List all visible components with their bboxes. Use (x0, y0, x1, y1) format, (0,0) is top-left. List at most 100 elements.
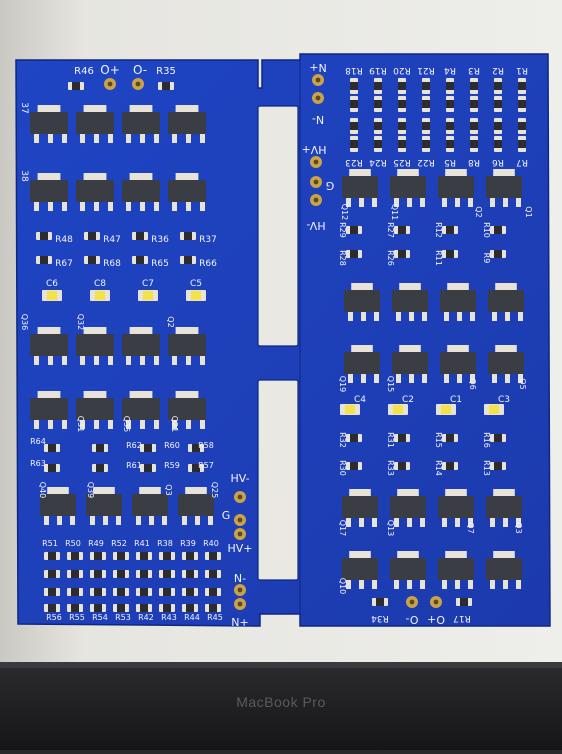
right-mosfet-row0-3-pin (503, 198, 508, 207)
right-mosfet-bot0-2-pin (468, 518, 473, 527)
laptop-bezel (0, 662, 562, 750)
label-r57: R57 (198, 461, 214, 470)
right-mosfet-bot0-2-pin (442, 518, 447, 527)
left-res-b-3-body (184, 256, 192, 264)
label-o-minus: O- (133, 63, 147, 77)
left-mosfet-row0-1-tab (83, 105, 107, 113)
label-r43: R43 (161, 613, 177, 622)
right-mosfet-bot1-1-tab (397, 551, 419, 559)
right-mosfet-mid0-1 (392, 290, 428, 312)
right-mosfet-bot0-2-tab (445, 489, 467, 497)
left-res-f-4-body (140, 570, 148, 578)
right-res-top-6-body (494, 82, 502, 90)
right-mosfet-bot0-0 (342, 496, 378, 518)
left-mosfet-row0-3-tab (175, 105, 199, 113)
label-hv-plus-left: HV+ (227, 542, 252, 555)
left-res-f-6-body (186, 570, 194, 578)
label-r32: R32 (338, 432, 347, 448)
label-r41: R41 (134, 539, 150, 548)
right-mosfet-bot1-2 (438, 558, 474, 580)
left-res-e-1-body (71, 552, 79, 560)
right-res-d-3-body (494, 462, 502, 470)
center-slot-top (257, 105, 299, 347)
left-mosfet-row1-3-pin (172, 202, 177, 211)
left-mosfet-mid1-0 (30, 398, 68, 420)
right-mosfet-mid0-3-pin (518, 312, 523, 321)
label-r35: R35 (156, 66, 176, 77)
right-mosfet-bot1-1-pin (407, 580, 412, 589)
left-mosfet-row0-0-pin (48, 134, 53, 143)
pad-g-left-hole (237, 517, 243, 523)
left-res-e-6-body (186, 552, 194, 560)
laptop-brand-label: MacBook Pro (236, 694, 326, 710)
label-r4: R4 (444, 65, 456, 75)
bezel-edge (0, 662, 562, 668)
right-mosfet-mid0-1-pin (422, 312, 427, 321)
label-r7: R7 (516, 157, 528, 167)
left-mosfet-row1-1-tab (83, 173, 107, 181)
left-mosfet-row0-3-pin (200, 134, 205, 143)
right-res-top-2-body (398, 82, 406, 90)
left-res-e-7-body (209, 552, 217, 560)
right-cap-0-body (345, 405, 355, 414)
left-res-g-3-body (117, 588, 125, 596)
right-mosfet-bot1-3-tab (493, 551, 515, 559)
left-mosfet-row1-3-pin (186, 202, 191, 211)
right-mosfet-bot0-2-pin (455, 518, 460, 527)
left-res-a-3-body (184, 232, 192, 240)
right-res-top3-5-body (470, 122, 478, 130)
left-mosfet-mid1-3-tab (175, 391, 199, 399)
label-r33: R33 (386, 460, 395, 476)
left-res-c-3-body (192, 444, 200, 452)
right-mosfet-row0-3 (486, 176, 522, 198)
label-hv-minus-right: HV- (306, 219, 325, 232)
left-cap-2-body (143, 291, 153, 300)
right-mosfet-mid0-0-pin (361, 312, 366, 321)
right-res-top2-1-body (374, 100, 382, 108)
label-q19: Q19 (338, 376, 347, 392)
left-res-c-1-body (96, 444, 104, 452)
right-mosfet-mid0-3 (488, 290, 524, 312)
left-mosfet-mid1-2-tab (129, 391, 153, 399)
left-mosfet-mid1-3 (168, 398, 206, 420)
left-res-h-4-body (140, 604, 148, 612)
label-hv-minus-left: HV- (230, 472, 249, 485)
label-r11: R11 (434, 250, 443, 266)
left-mosfet-mid0-2-pin (154, 356, 159, 365)
left-res-d-0-body (48, 464, 56, 472)
right-mosfet-mid1-1-tab (399, 345, 421, 353)
right-res-top-0-body (350, 82, 358, 90)
label-q21: Q21 (170, 416, 179, 432)
right-res-top4-5-body (470, 140, 478, 148)
right-cap-3-body (489, 405, 499, 414)
label-r39: R39 (180, 539, 196, 548)
right-mosfet-bot1-1-pin (394, 580, 399, 589)
right-res-top-3-body (422, 82, 430, 90)
left-mosfet-mid0-1 (76, 334, 114, 356)
right-mosfet-bot0-1-tab (397, 489, 419, 497)
right-mosfet-row0-0-pin (346, 198, 351, 207)
right-res-top2-4-body (446, 100, 454, 108)
left-mosfet-row1-2-tab (129, 173, 153, 181)
right-res-top2-2-body (398, 100, 406, 108)
left-res-d-1-body (96, 464, 104, 472)
label-r61: R61 (126, 461, 142, 470)
left-res-f-5-body (163, 570, 171, 578)
right-mosfet-mid1-0-pin (361, 374, 366, 383)
right-mosfet-row0-0-pin (359, 198, 364, 207)
label-r68: R68 (103, 259, 121, 269)
right-mosfet-row0-3-tab (493, 169, 515, 177)
right-mosfet-bot1-1-pin (420, 580, 425, 589)
label-r29: R29 (338, 222, 347, 238)
right-res-c-0-body (350, 434, 358, 442)
left-mosfet-bot-1-pin (103, 516, 108, 525)
right-mosfet-mid1-0-pin (374, 374, 379, 383)
left-res-e-2-body (94, 552, 102, 560)
right-res-top4-1-body (374, 140, 382, 148)
label-r46: R46 (74, 66, 94, 77)
right-mosfet-bot1-3-pin (490, 580, 495, 589)
label-r17: R17 (453, 613, 471, 623)
left-mosfet-mid0-3 (168, 334, 206, 356)
label-r5: R5 (444, 157, 456, 167)
left-mosfet-bot-2-pin (136, 516, 141, 525)
